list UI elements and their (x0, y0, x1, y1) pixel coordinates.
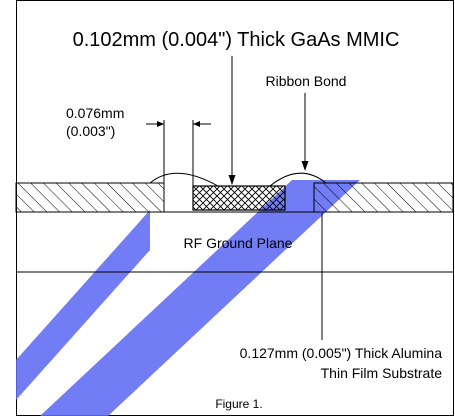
ground-plane-label: RF Ground Plane (184, 235, 293, 251)
gaas-mmic-chip (192, 185, 286, 211)
ribbon-leader-arrow (301, 161, 309, 171)
watermark-band-left (16, 210, 150, 400)
gap-dimension-mm: 0.076mm (66, 105, 124, 121)
substrate-label-line2: Thin Film Substrate (321, 365, 443, 381)
ribbon-bond-label: Ribbon Bond (266, 73, 347, 89)
gap-arrow-left-head (157, 121, 164, 127)
figure-caption: Figure 1. (215, 397, 262, 411)
left-substrate (15, 182, 165, 213)
watermark-band (40, 180, 360, 416)
substrate-label-line1: 0.127mm (0.005") Thick Alumina (240, 345, 443, 361)
mmic-title: 0.102mm (0.004") Thick GaAs MMIC (73, 29, 400, 51)
mmic-leader-arrow (228, 175, 236, 185)
right-substrate (313, 182, 454, 213)
gap-dimension-in: (0.003") (66, 123, 115, 139)
gap-arrow-right-head (193, 121, 200, 127)
ribbon-bond-right (269, 172, 327, 187)
ribbon-bond-left (149, 172, 219, 187)
